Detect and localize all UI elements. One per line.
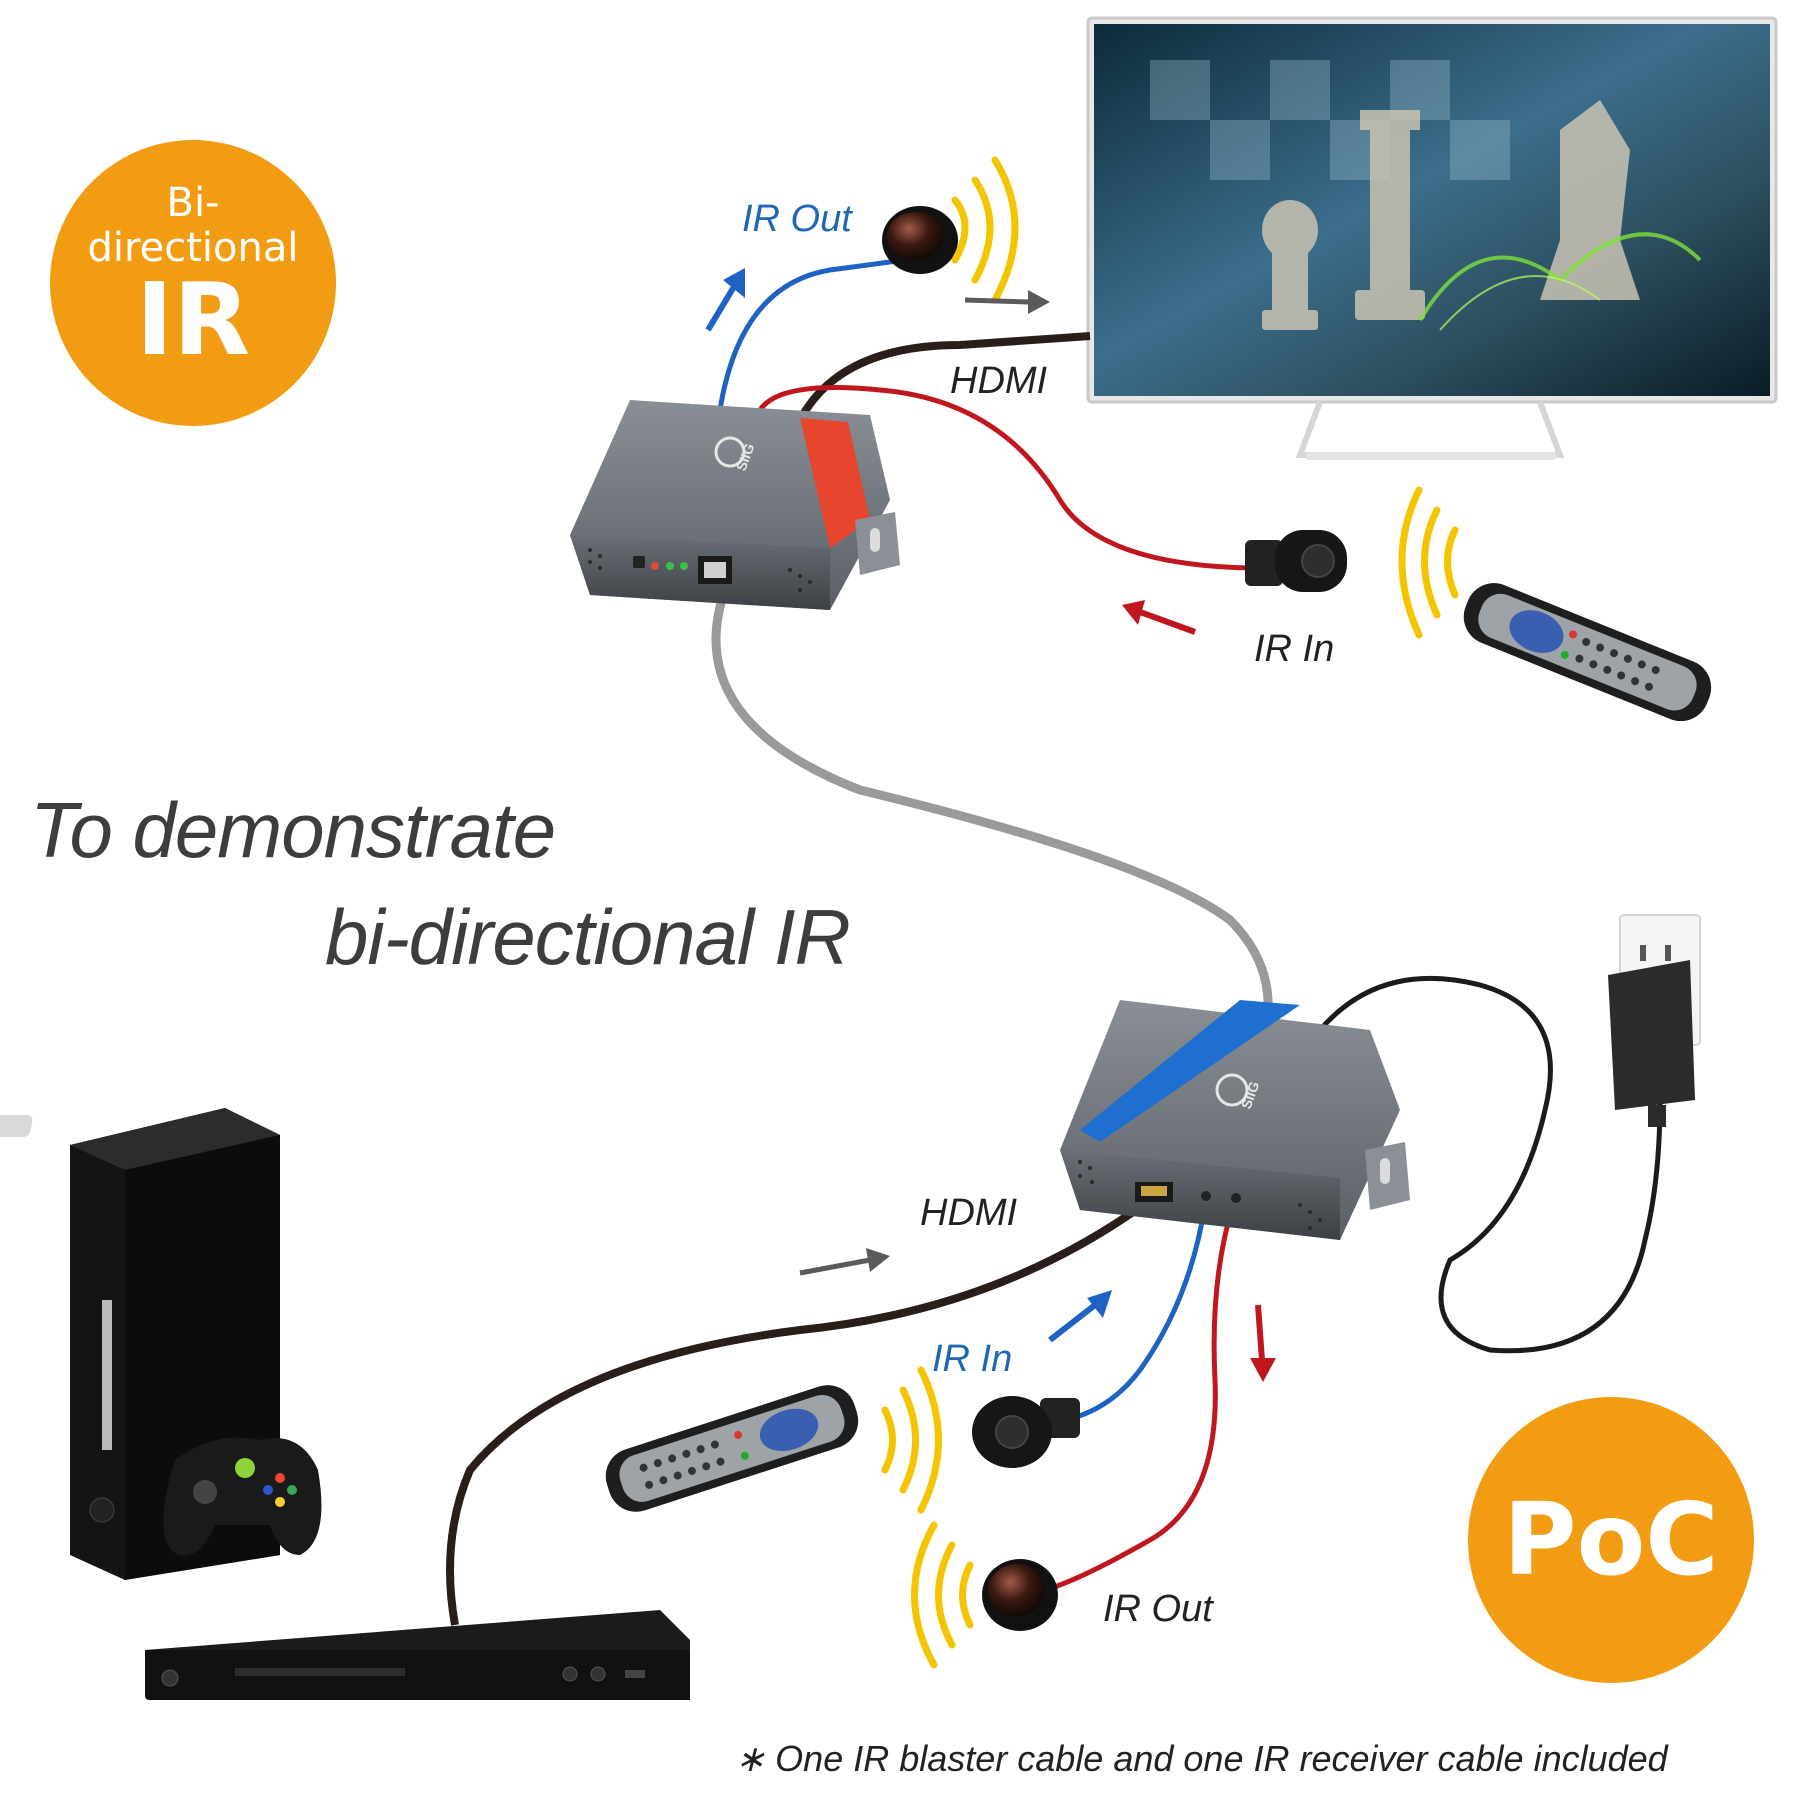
headline-line2: bi-directional IR: [325, 893, 851, 981]
bidirectional-badge-line3: IR: [135, 261, 251, 378]
top-ir-in-cable: [757, 385, 1251, 571]
top-hdmi-label: HDMI: [950, 360, 1048, 402]
top-ir-in-arrow: [1122, 600, 1197, 635]
top-ir-in-label: IR In: [1254, 628, 1335, 670]
footnote: ∗ One IR blaster cable and one IR receiv…: [735, 1738, 1668, 1779]
top-ir-blaster: [882, 206, 958, 274]
top-remote-waves: [1398, 486, 1459, 639]
bottom-ir-blaster: [982, 1559, 1058, 1631]
bidirectional-badge-line1: Bi-: [166, 180, 220, 226]
top-ir-out-waves: [951, 156, 1019, 304]
top-hdmi-arrow: [964, 290, 1050, 314]
top-remote-control: [1463, 583, 1712, 722]
bottom-hdmi-label: HDMI: [920, 1192, 1018, 1234]
poc-badge: [1468, 1397, 1754, 1683]
bottom-remote-control: [605, 1385, 859, 1512]
bottom-hdmi-arrow: [799, 1248, 890, 1276]
bottom-ir-in-cable: [1064, 1204, 1208, 1423]
hdmi-transmitter-unit: SIIG: [1060, 1000, 1410, 1240]
game-controller: [163, 1437, 322, 1556]
bottom-ir-out-waves: [911, 1521, 974, 1669]
headline-line1: To demonstrate: [30, 786, 556, 874]
poc-badge-text: PoC: [1503, 1481, 1719, 1598]
bottom-ir-out-arrow: [1250, 1304, 1276, 1382]
top-ir-out-arrow: [705, 268, 745, 332]
bottom-ir-in-arrow: [1048, 1290, 1112, 1343]
bottom-ir-out-cable: [1044, 1204, 1236, 1593]
cat-cable: [711, 588, 1273, 1011]
bottom-ir-receiver: [972, 1396, 1080, 1468]
television: [1086, 16, 1778, 460]
bottom-ir-out-label: IR Out: [1103, 1588, 1213, 1630]
bottom-remote-waves: [881, 1366, 942, 1514]
power-cord: [1318, 975, 1663, 1354]
top-ir-receiver: [1245, 530, 1347, 592]
dvd-player: [145, 1610, 690, 1700]
hdmi-receiver-unit: SIIG: [570, 400, 900, 610]
bottom-ir-in-label: IR In: [932, 1338, 1013, 1380]
bidirectional-badge-line2: directional: [87, 225, 299, 271]
power-adapter: [1608, 960, 1695, 1127]
top-hdmi-cable: [796, 332, 1091, 422]
bidirectional-ir-badge: [50, 140, 336, 426]
top-ir-out-label: IR Out: [742, 198, 852, 240]
bottom-hdmi-cable: [446, 1196, 1153, 1626]
